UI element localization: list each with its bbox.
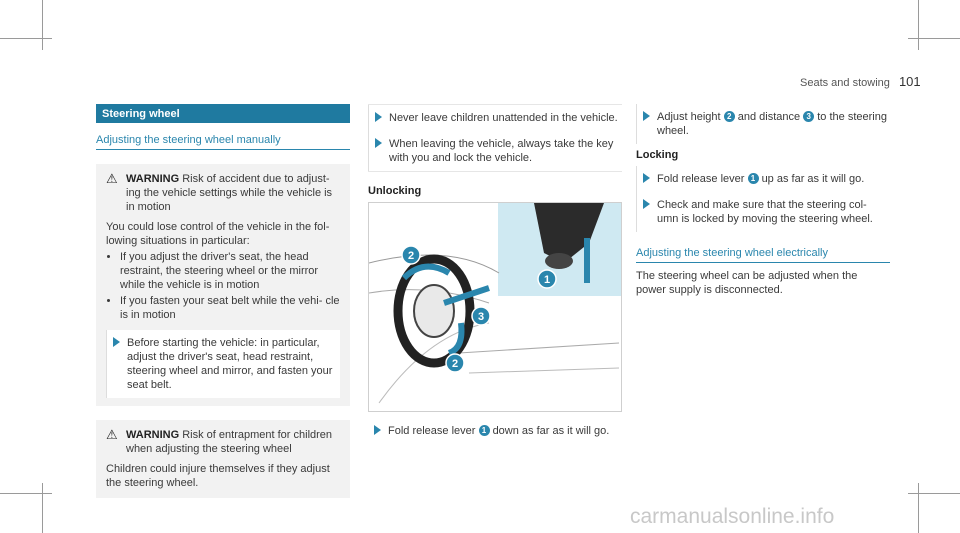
- warning-label: WARNING: [126, 429, 180, 441]
- callout-number: 1: [478, 425, 490, 436]
- play-arrow-icon: [375, 138, 382, 148]
- illustration-drawing: 2 1 3 2: [369, 203, 620, 404]
- instruction-step: Adjust height 2 and distance 3 to the st…: [636, 104, 890, 144]
- instruction-text: Fold release lever: [388, 425, 476, 437]
- callout-number: 3: [803, 111, 815, 122]
- play-arrow-icon: [374, 425, 381, 435]
- instruction-step: Fold release lever 1 down as far as it w…: [368, 418, 622, 444]
- instruction-step: Never leave children unattended in the v…: [368, 105, 622, 131]
- crop-mark: [908, 38, 960, 39]
- instruction-step: Before starting the vehicle: in particul…: [106, 330, 340, 398]
- crop-mark: [42, 483, 43, 533]
- column-2: Never leave children unattended in the v…: [368, 104, 622, 198]
- crop-mark: [0, 38, 52, 39]
- crop-mark: [918, 483, 919, 533]
- play-arrow-icon: [643, 199, 650, 209]
- instruction-text: to the steering wheel.: [657, 111, 887, 137]
- running-header-section: Seats and stowing: [800, 77, 890, 89]
- locking-heading: Locking: [636, 149, 679, 161]
- instruction-step: Fold release lever 1 up as far as it wil…: [636, 166, 890, 192]
- play-arrow-icon: [643, 111, 650, 121]
- warning-bullets: If you adjust the driver's seat, the hea…: [106, 250, 340, 322]
- callout-number: 2: [723, 111, 735, 122]
- section-title: Steering wheel: [96, 104, 350, 123]
- instruction-text: Never leave children unattended in the v…: [389, 112, 618, 124]
- svg-text:3: 3: [478, 311, 484, 323]
- crop-mark: [42, 0, 43, 50]
- watermark: carmanualsonline.info: [630, 505, 835, 528]
- instruction-text: down as far as it will go.: [492, 425, 610, 437]
- instruction-text: Fold release lever: [657, 173, 745, 185]
- steering-wheel-illustration: 2 1 3 2: [368, 202, 622, 412]
- instruction-text: Adjust height: [657, 111, 721, 123]
- play-arrow-icon: [375, 112, 382, 122]
- instruction-group: Never leave children unattended in the v…: [368, 104, 622, 172]
- page-number: 101: [898, 74, 921, 89]
- warning-triangle-icon: ⚠: [106, 427, 118, 442]
- callout-1: 1: [537, 269, 557, 289]
- crop-mark: [918, 0, 919, 50]
- svg-text:2: 2: [452, 358, 458, 370]
- play-arrow-icon: [643, 173, 650, 183]
- play-arrow-icon: [113, 337, 120, 347]
- callout-number: 1: [747, 173, 759, 184]
- list-item: If you adjust the driver's seat, the hea…: [120, 250, 340, 292]
- warning-body: You could lose control of the vehicle in…: [106, 221, 330, 247]
- warning-label: WARNING: [126, 173, 180, 185]
- instruction-text: and distance: [737, 111, 801, 123]
- warning-title: Risk of entrapment for children when adj…: [126, 429, 333, 455]
- warning-body: Children could injure themselves if they…: [106, 463, 330, 489]
- instruction-text: When leaving the vehicle, always take th…: [389, 138, 614, 164]
- crop-mark: [908, 493, 960, 494]
- column-3: Adjust height 2 and distance 3 to the st…: [636, 104, 890, 297]
- callout-3: 3: [471, 306, 491, 326]
- warning-box: ⚠ WARNING Risk of accident due to adjust…: [96, 164, 350, 406]
- body-text: The steering wheel can be adjusted when …: [636, 270, 858, 296]
- instruction-step: When leaving the vehicle, always take th…: [368, 131, 622, 171]
- subsection-title: Adjusting the steering wheel manually: [96, 133, 350, 150]
- warning-box: ⚠ WARNING Risk of entrapment for childre…: [96, 420, 350, 498]
- instruction-step: Check and make sure that the steering co…: [636, 192, 890, 232]
- crop-mark: [0, 493, 52, 494]
- callout-2: 2: [401, 245, 421, 265]
- unlocking-heading: Unlocking: [368, 185, 422, 197]
- callout-2: 2: [445, 353, 465, 373]
- list-item: If you fasten your seat belt while the v…: [120, 294, 340, 322]
- unlocking-step: Fold release lever 1 down as far as it w…: [368, 418, 622, 444]
- warning-triangle-icon: ⚠: [106, 171, 118, 186]
- running-header: Seats and stowing 101: [800, 74, 921, 89]
- instruction-text: up as far as it will go.: [761, 173, 865, 185]
- svg-text:1: 1: [544, 274, 550, 286]
- instruction-text: Check and make sure that the steering co…: [657, 199, 873, 225]
- column-1: Steering wheel Adjusting the steering wh…: [96, 104, 350, 498]
- instruction-text: Before starting the vehicle: in particul…: [127, 337, 333, 391]
- warning-title: Risk of accident due to adjust- ing the …: [126, 173, 333, 213]
- svg-text:2: 2: [408, 250, 414, 262]
- subsection-title: Adjusting the steering wheel electricall…: [636, 246, 890, 263]
